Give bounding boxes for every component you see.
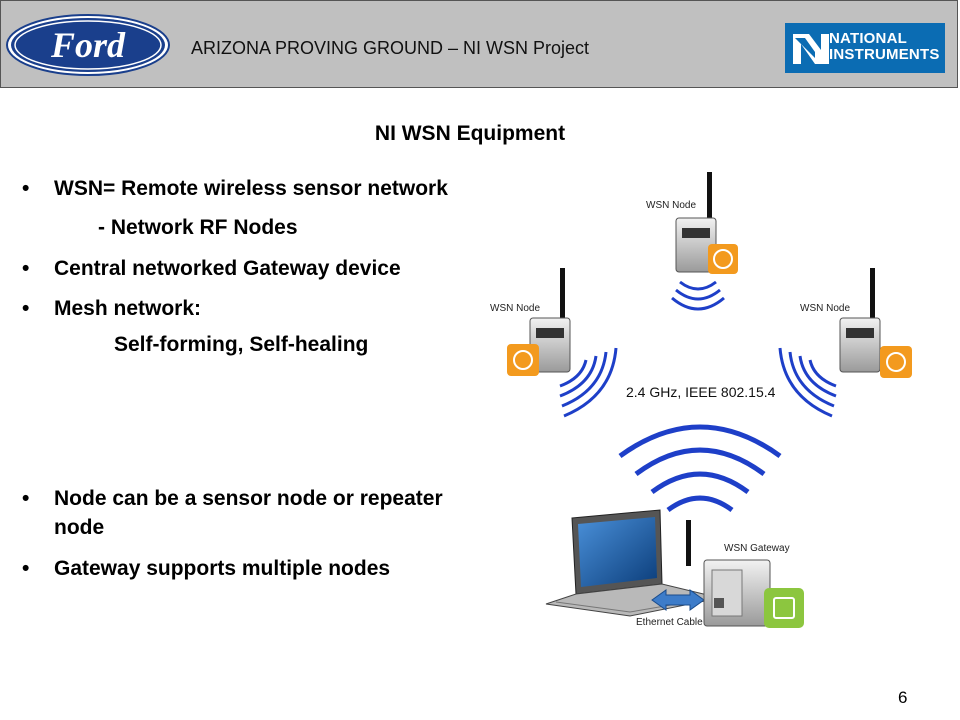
sub-bullet-text: - Network RF Nodes [98, 216, 298, 239]
antenna-icon [870, 268, 875, 320]
bullet-text: Gateway supports multiple nodes [54, 557, 391, 580]
node-device-icon [839, 317, 881, 373]
bullet-text-continuation: node [54, 516, 105, 539]
sensor-badge-icon [507, 344, 539, 376]
wsn-node-left: WSN Node [490, 268, 618, 418]
bullet-dot: • [22, 487, 30, 510]
wsn-node-top-label: WSN Node [646, 200, 696, 211]
ford-logo: Ford [6, 14, 170, 76]
ni-logo-text: NATIONAL INSTRUMENTS [829, 31, 940, 63]
sensor-badge-icon [708, 244, 738, 274]
bullet-dot: • [22, 257, 30, 280]
sensor-badge-icon [880, 346, 912, 378]
ni-eagle-icon [793, 34, 829, 64]
bullet-text: Mesh network: [54, 297, 202, 320]
ford-logo-text: Ford [50, 25, 126, 65]
antenna-icon [686, 520, 691, 566]
bullet-dot: • [22, 297, 30, 320]
wsn-gateway: WSN Gateway [686, 520, 804, 628]
wireless-waves-icon [778, 347, 837, 418]
wireless-waves-icon [559, 347, 618, 418]
antenna-icon [707, 172, 712, 222]
slide-title: NI WSN Equipment [374, 122, 566, 145]
ethernet-cable-label: Ethernet Cable [636, 617, 703, 628]
gateway-badge-icon [764, 588, 804, 628]
wsn-node-right: WSN Node [778, 268, 912, 418]
gateway-wireless-waves-icon [618, 424, 782, 513]
bullet-text: Central networked Gateway device [54, 257, 401, 280]
ni-logo: NATIONAL INSTRUMENTS [785, 23, 945, 73]
wsn-gateway-label: WSN Gateway [724, 543, 790, 554]
bullet-text: Node can be a sensor node or repeater [54, 487, 443, 510]
bullet-dot: • [22, 557, 30, 580]
wsn-node-top: WSN Node [646, 172, 738, 311]
antenna-icon [560, 268, 565, 320]
wireless-waves-icon [671, 280, 725, 311]
slide-header: Ford ARIZONA PROVING GROUND – NI WSN Pro… [0, 0, 958, 88]
bullet-dot: • [22, 177, 30, 200]
ni-logo-line1: NATIONAL [829, 30, 907, 47]
header-title: ARIZONA PROVING GROUND – NI WSN Project [191, 38, 590, 58]
ni-logo-line2: INSTRUMENTS [829, 46, 940, 63]
sub-bullet-text: Self-forming, Self-healing [114, 333, 369, 356]
wsn-node-right-label: WSN Node [800, 303, 850, 314]
laptop-icon [545, 509, 721, 617]
bullet-text: WSN= Remote wireless sensor network [54, 177, 448, 200]
wsn-node-left-label: WSN Node [490, 303, 540, 314]
wsn-network-diagram: WSN Node WSN Node WSN Node [490, 172, 912, 628]
page-number: 6 [898, 688, 908, 707]
frequency-label: 2.4 GHz, IEEE 802.15.4 [626, 384, 776, 400]
